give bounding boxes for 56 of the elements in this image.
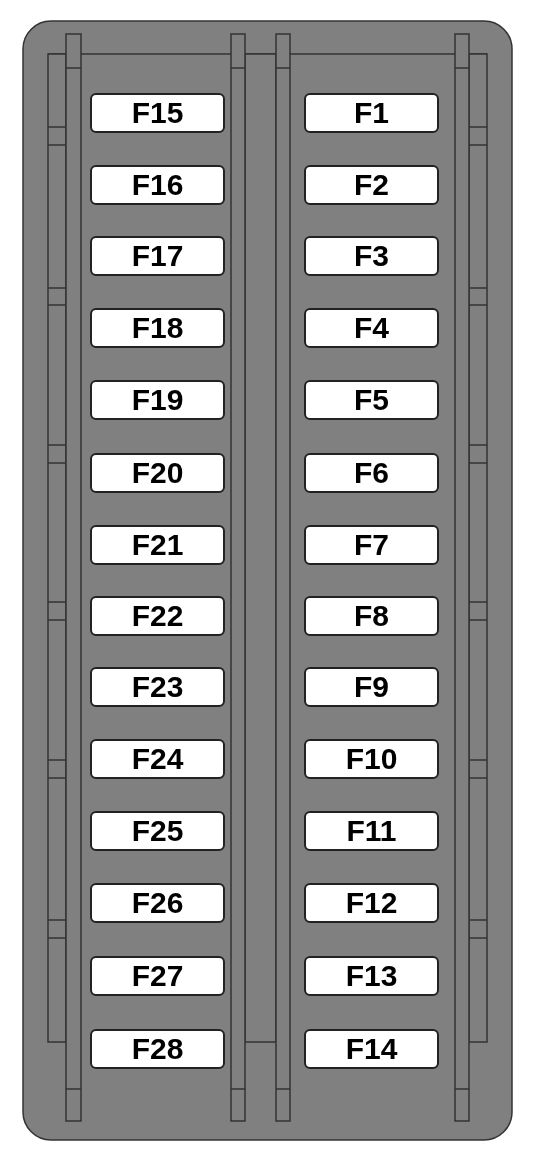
fuse-slot	[90, 956, 225, 996]
fuse-label: F7	[354, 530, 389, 560]
fuse-label: F1	[354, 98, 389, 128]
fuse-slot	[304, 956, 439, 996]
fuse-label: F3	[354, 241, 389, 271]
fuse-label: F13	[345, 961, 398, 991]
fuse-label: F4	[354, 313, 389, 343]
fuse-slot	[304, 165, 439, 205]
fuse-label: F11	[346, 816, 397, 846]
fuse-label: F27	[131, 961, 184, 991]
fuse-label: F17	[131, 241, 184, 271]
fuse-label: F8	[354, 601, 389, 631]
fuse-slot	[304, 236, 439, 276]
fuse-label: F19	[131, 385, 184, 415]
fuse-slot	[304, 525, 439, 565]
fuse-slot	[90, 236, 225, 276]
fuse-label: F2	[354, 170, 389, 200]
fuse-slot	[90, 93, 225, 133]
fuse-label: F28	[131, 1034, 184, 1064]
fuse-slot	[90, 596, 225, 636]
fuse-slot	[90, 453, 225, 493]
fuse-slot	[90, 739, 225, 779]
fuse-slot	[304, 1029, 439, 1069]
fuse-label: F24	[131, 744, 184, 774]
fuse-label: F23	[131, 672, 184, 702]
fuse-label: F5	[354, 385, 389, 415]
fuse-slot	[90, 525, 225, 565]
fuse-label: F9	[354, 672, 389, 702]
fuse-label: F6	[354, 458, 389, 488]
fuse-slot	[304, 811, 439, 851]
fuse-label: F18	[131, 313, 184, 343]
fuse-slot	[90, 308, 225, 348]
fuse-label: F21	[131, 530, 184, 560]
fuse-slot	[90, 165, 225, 205]
fuse-slot	[304, 596, 439, 636]
fuse-label: F22	[131, 601, 184, 631]
fuse-label: F14	[345, 1034, 398, 1064]
fuse-label: F20	[131, 458, 184, 488]
fuse-label: F25	[131, 816, 184, 846]
fuse-slot	[304, 739, 439, 779]
fuse-slot	[90, 1029, 225, 1069]
fuse-label: F15	[131, 98, 184, 128]
fuse-slot	[90, 380, 225, 420]
fuse-slot	[304, 380, 439, 420]
fuse-label: F10	[345, 744, 398, 774]
fuse-slot	[304, 453, 439, 493]
fuse-slot	[304, 667, 439, 707]
fuse-slot	[304, 883, 439, 923]
fuse-slot	[90, 667, 225, 707]
fuse-label: F26	[131, 888, 184, 918]
fuse-label: F16	[131, 170, 184, 200]
fuse-label: F12	[345, 888, 398, 918]
fuse-slot	[304, 308, 439, 348]
fuse-slot	[304, 93, 439, 133]
fuse-slot	[90, 883, 225, 923]
fuse-slot	[90, 811, 225, 851]
